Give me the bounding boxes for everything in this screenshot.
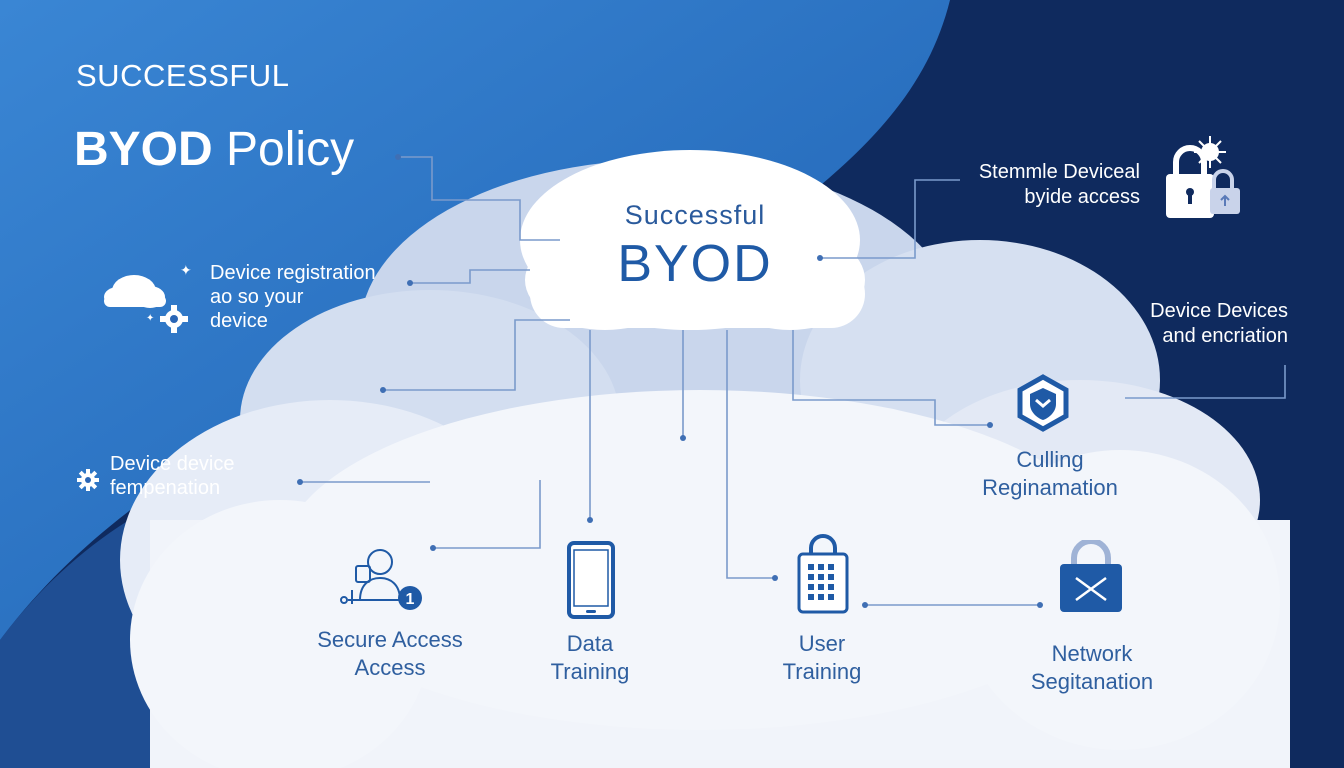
node-secure-access: Secure Access Access: [300, 626, 480, 682]
user-network-icon: 1: [340, 549, 422, 610]
node-label-line: User: [798, 631, 846, 656]
headline: BYOD Policy: [74, 122, 354, 177]
left-item-1-line: Device registration: [210, 262, 376, 284]
main-cloud: [120, 160, 1290, 768]
right-item-1-line: Stemmle Deviceal: [978, 161, 1140, 183]
connector-dots: [297, 154, 1043, 608]
left-item-1-line: device: [210, 310, 268, 332]
node-data-training: Data Training: [500, 630, 680, 686]
gear-icon: [77, 469, 99, 491]
node-network-segmentation: Network Segitanation: [1002, 640, 1182, 696]
padlock-virus-icon: [1166, 136, 1240, 218]
connectors: [300, 156, 1286, 606]
node-culling: Culling Reginamation: [960, 446, 1140, 502]
headline-rest: Policy: [212, 123, 355, 176]
node-label-line: Training: [550, 659, 630, 684]
right-item-1-line: byide access: [1024, 186, 1140, 208]
svg-text:✦: ✦: [146, 313, 154, 324]
svg-text:1: 1: [406, 591, 415, 608]
left-item-2: Device device fempenation: [110, 452, 235, 500]
node-label-line: Culling: [1016, 447, 1084, 472]
right-item-2: Device Devices and encriation: [1080, 299, 1288, 349]
lock-keypad-icon: [797, 534, 849, 614]
shield-hexagon-icon: [1017, 374, 1069, 432]
headline-kicker: SUCCESSFUL: [76, 58, 290, 93]
node-label-line: Reginamation: [982, 475, 1118, 500]
smartphone-icon: [567, 541, 615, 619]
right-item-2-line: Device Devices: [1150, 300, 1288, 322]
node-label-line: Segitanation: [1030, 669, 1154, 694]
left-item-1-line: ao so your: [210, 286, 304, 308]
node-label-line: Data: [566, 631, 614, 656]
headline-bold: BYOD: [74, 123, 213, 176]
node-label-line: Access: [354, 655, 426, 680]
left-item-1: Device registration ao so your device: [210, 261, 376, 333]
center-title: BYOD: [617, 235, 773, 293]
right-item-2-line: and encriation: [1162, 325, 1288, 347]
center-cloud: [520, 150, 865, 330]
lock-envelope-icon: [1060, 540, 1122, 612]
cloud-gear-icon: ✦ ✦: [104, 262, 192, 333]
node-label-line: Training: [782, 659, 862, 684]
left-item-2-line: fempenation: [110, 477, 221, 499]
left-item-2-line: Device device: [110, 453, 235, 475]
node-label-line: Network: [1051, 641, 1133, 666]
svg-text:✦: ✦: [180, 262, 192, 278]
node-label-line: Secure Access: [317, 627, 463, 652]
node-user-training: User Training: [732, 630, 912, 686]
right-item-1: Stemmle Deviceal byide access: [940, 160, 1140, 210]
center-subtitle: Successful: [624, 200, 766, 230]
